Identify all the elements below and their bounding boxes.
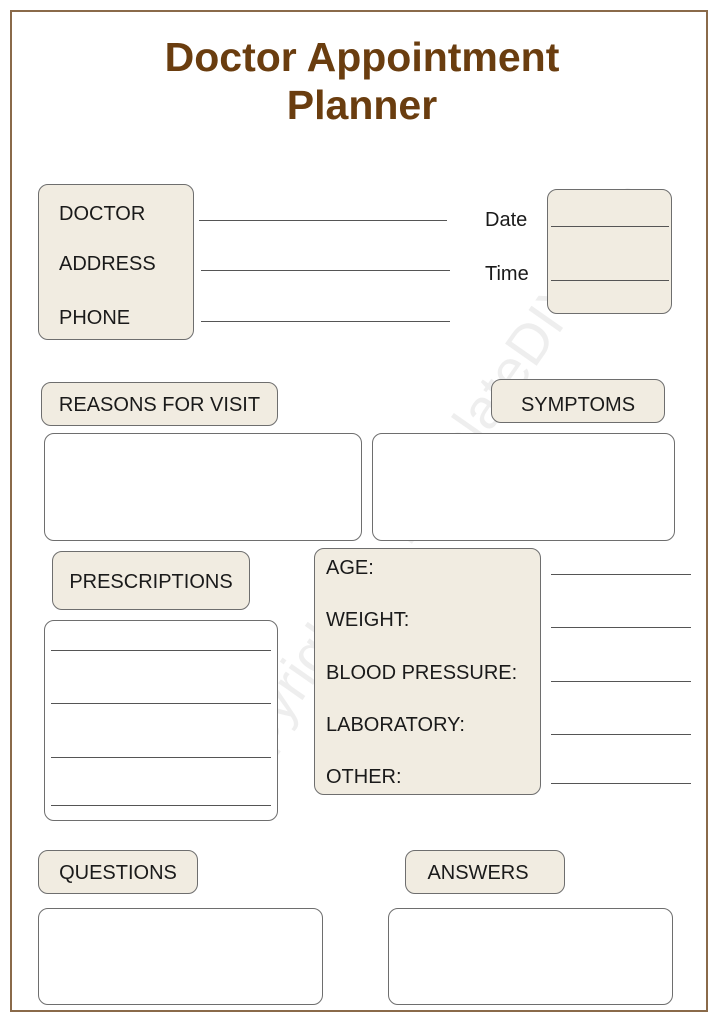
address-label: ADDRESS	[59, 253, 156, 275]
other-line[interactable]	[551, 783, 691, 784]
symptoms-header-label: SYMPTOMS	[520, 394, 636, 416]
doctor-label: DOCTOR	[59, 203, 146, 225]
weight-label: WEIGHT:	[326, 609, 410, 631]
date-label: Date	[485, 209, 528, 231]
doctor-info-box	[38, 184, 194, 340]
time-line[interactable]	[551, 280, 669, 281]
prescription-line[interactable]	[51, 805, 271, 806]
blood-pressure-label: BLOOD PRESSURE:	[326, 662, 518, 684]
reasons-header-label: REASONS FOR VISIT	[58, 394, 261, 416]
questions-header-pill	[38, 850, 198, 894]
answers-header-label: ANSWERS	[427, 862, 529, 884]
phone-line[interactable]	[201, 321, 450, 322]
phone-label: PHONE	[59, 307, 131, 329]
time-label: Time	[485, 263, 529, 285]
prescriptions-box[interactable]	[44, 620, 278, 821]
answers-text-box[interactable]	[388, 908, 673, 1005]
laboratory-line[interactable]	[551, 734, 691, 735]
age-label: AGE:	[326, 557, 374, 579]
page-title-line2: Planner	[286, 82, 438, 128]
weight-line[interactable]	[551, 627, 691, 628]
age-line[interactable]	[551, 574, 691, 575]
questions-header-label: QUESTIONS	[59, 862, 177, 884]
symptoms-header-pill	[491, 379, 665, 423]
reasons-text-box[interactable]	[44, 433, 362, 541]
vitals-box	[314, 548, 541, 795]
page-title-line1: Doctor Appointment	[164, 34, 560, 80]
laboratory-label: LABORATORY:	[326, 714, 465, 736]
date-time-box[interactable]	[547, 189, 672, 314]
page-border	[10, 10, 708, 1012]
blood-pressure-line[interactable]	[551, 681, 691, 682]
date-line[interactable]	[551, 226, 669, 227]
address-line[interactable]	[201, 270, 450, 271]
reasons-header-pill	[41, 382, 278, 426]
prescriptions-header-pill	[52, 551, 250, 610]
prescription-line[interactable]	[51, 757, 271, 758]
prescriptions-header-label: PRESCRIPTIONS	[69, 571, 233, 593]
prescription-line[interactable]	[51, 703, 271, 704]
doctor-line[interactable]	[199, 220, 447, 221]
prescription-line[interactable]	[51, 650, 271, 651]
questions-text-box[interactable]	[38, 908, 323, 1005]
answers-header-pill	[405, 850, 565, 894]
symptoms-text-box[interactable]	[372, 433, 675, 541]
other-label: OTHER:	[326, 766, 402, 788]
